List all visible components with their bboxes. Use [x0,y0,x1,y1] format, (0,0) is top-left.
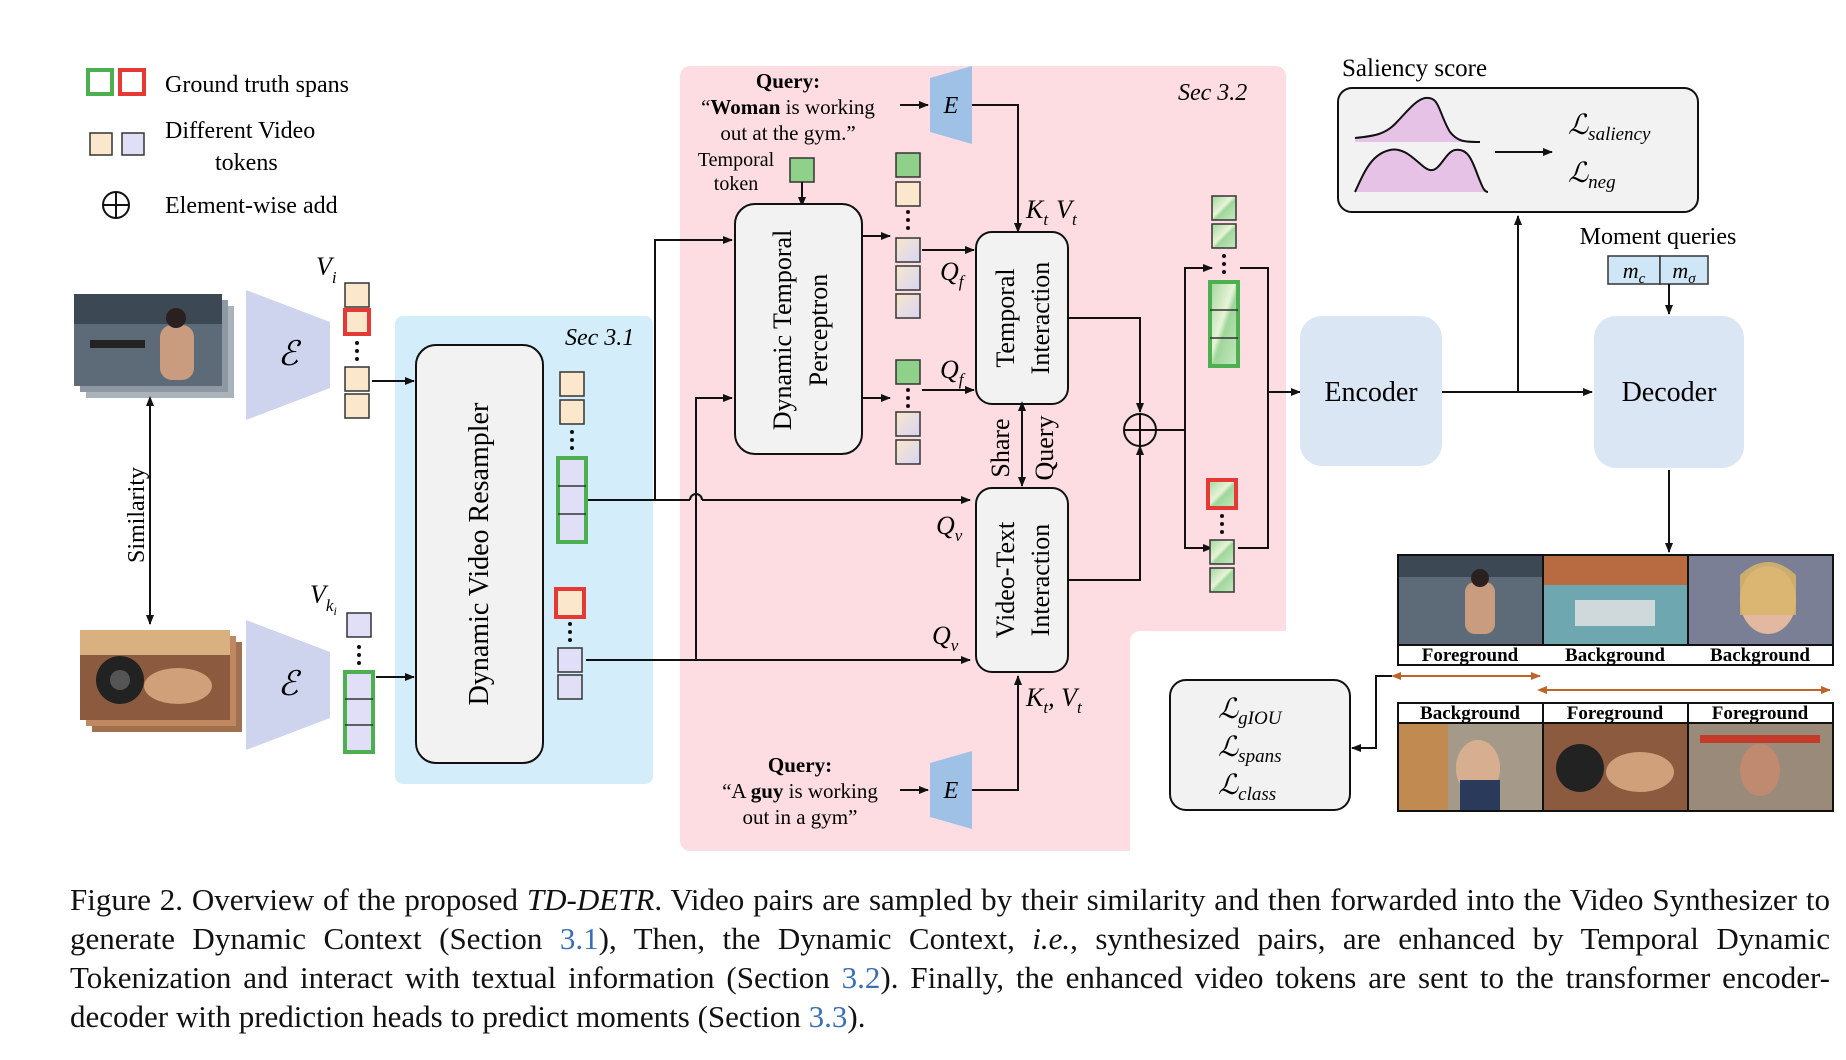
perceptron-label-2: Perceptron [804,274,833,387]
resampled-tokens-bottom [554,587,586,700]
section-ref-3-2[interactable]: 3.2 [841,960,881,995]
temporal-token [789,157,815,183]
temporal-interaction-label-1: Temporal [991,268,1020,367]
similarity-label: Similarity [124,467,150,563]
share-query-label-1: Share [986,418,1015,477]
loss-class: ℒclass [1218,770,1276,805]
query-bottom-line1: “A guy is working [722,779,878,803]
text-encoder-bottom-symbol: E [943,778,959,804]
decoder-label: Decoder [1622,377,1718,408]
output-frames-bottom [1397,702,1834,812]
query-bottom-title: Query: [768,753,832,777]
query-top-line2: out at the gym.” [720,121,855,145]
qf-top: Qf [940,257,966,291]
figure-caption: Figure 2. Overview of the proposed TD-DE… [70,882,1831,1034]
legend-gt-spans: Ground truth spans [165,72,349,98]
frame-top-label-1: Background [1565,645,1665,666]
encoder-block [1300,316,1442,466]
perceptron-tokens-top [895,152,921,319]
section-ref-3-1[interactable]: 3.1 [559,921,599,956]
svg-text:mc: mc [1623,258,1646,287]
frame-bottom-label-2: Foreground [1712,703,1809,724]
resampler-label: Dynamic Video Resampler [464,402,495,705]
decoder-block [1594,316,1744,468]
sec-3-1-label: Sec 3.1 [565,325,634,351]
enhanced-tokens-top [1208,195,1240,368]
vi-token-column [343,282,371,419]
saliency-curve-2 [1355,149,1488,192]
video-clip-bottom [80,630,242,732]
query-top-line1: “Woman is working [701,95,875,119]
loss-spans: ℒspans [1218,732,1281,767]
temporal-interaction-label-2: Interaction [1026,262,1055,375]
qf-bottom: Qf [940,355,966,389]
moment-queries-title: Moment queries [1580,224,1737,250]
losses-box [1169,679,1351,811]
output-frames-top [1397,554,1834,666]
vi-label: Vi [316,252,337,287]
qv-top: Qv [936,511,963,545]
vk-label: Vki [310,580,337,618]
video-encoder-top-symbol: ℰ [278,336,302,373]
frame-top-label-0: Foreground [1422,645,1519,666]
text-encoder-top [930,66,972,144]
text-encoder-bottom [930,751,972,829]
legend: Ground truth spans Different Video token… [86,68,349,219]
share-query-label-2: Query [1030,416,1059,481]
kt-vt-bottom: Kt, Vt [1025,683,1083,717]
svg-text:mσ: mσ [1672,258,1696,287]
query-bottom-line2: out in a gym” [743,805,858,829]
temporal-token-label-2: token [714,173,758,195]
resampled-tokens-top [556,371,588,544]
video-clip-top [74,294,234,398]
architecture-diagram: Sec 3.1 Sec 3.2 Ground truth spans Diffe… [74,55,1834,851]
element-add-icon [102,191,130,219]
legend-video-tokens-1: Different Video [165,118,315,144]
frame-bottom-label-0: Background [1420,703,1520,724]
perceptron-label-1: Dynamic Temporal [768,230,797,431]
loss-giou: ℒgIOU [1218,694,1283,729]
video-encoder-top [246,290,330,420]
text-encoder-top-symbol: E [943,93,959,119]
qv-bottom: Qv [932,621,959,655]
sec-3-2-label: Sec 3.2 [1178,80,1247,106]
frame-bottom-label-1: Foreground [1567,703,1664,724]
resampler-block [415,344,544,764]
loss-neg: ℒneg [1568,158,1616,193]
legend-video-tokens-2: tokens [215,150,278,176]
query-top-title: Query: [756,69,820,93]
enhanced-tokens-bottom [1206,478,1238,593]
element-wise-add-node [1123,413,1157,447]
video-encoder-bottom [246,620,330,750]
encoder-label: Encoder [1324,377,1418,408]
moment-query-ms [1659,255,1709,285]
saliency-title: Saliency score [1342,55,1487,82]
video-text-interaction-label-1: Video-Text [991,521,1020,638]
perceptron-block [734,203,863,455]
section-ref-3-3[interactable]: 3.3 [808,999,848,1034]
legend-element-add: Element-wise add [165,193,338,219]
video-encoder-bottom-symbol: ℰ [278,666,302,703]
loss-saliency: ℒsaliency [1568,110,1651,145]
video-text-interaction-label-2: Interaction [1026,524,1055,637]
perceptron-tokens-bottom [895,359,921,465]
vk-token-column [343,612,375,754]
frame-top-label-2: Background [1710,645,1810,666]
temporal-token-label-1: Temporal [698,149,775,171]
caption-title: TD-DETR [526,882,655,917]
